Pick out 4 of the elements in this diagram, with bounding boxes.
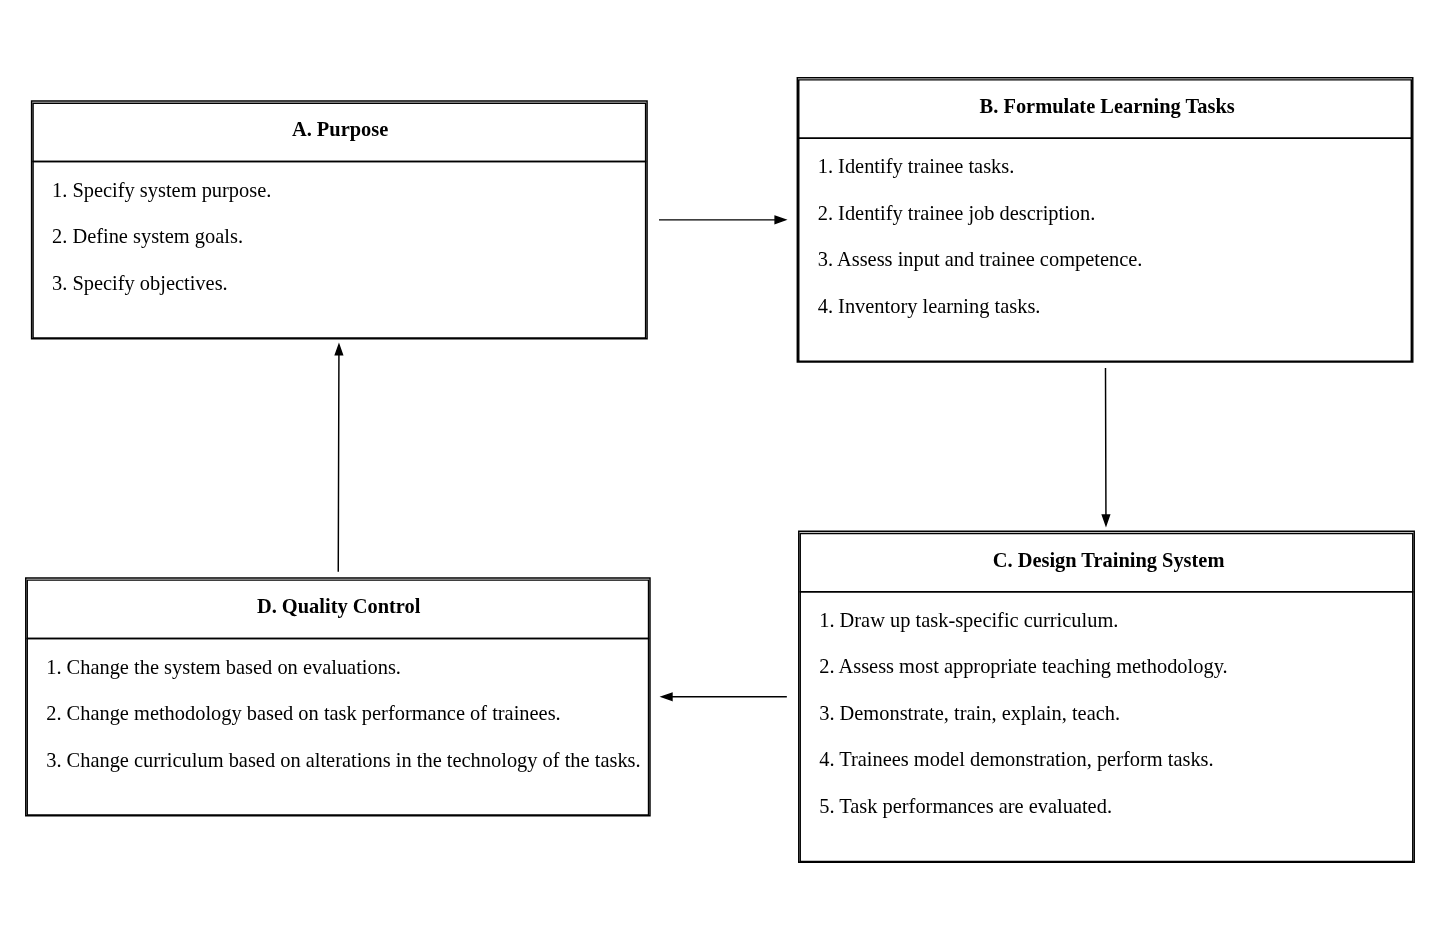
arrow	[1101, 366, 1111, 527]
arrow	[334, 341, 344, 573]
arrow	[659, 691, 788, 701]
arrow	[658, 214, 788, 224]
